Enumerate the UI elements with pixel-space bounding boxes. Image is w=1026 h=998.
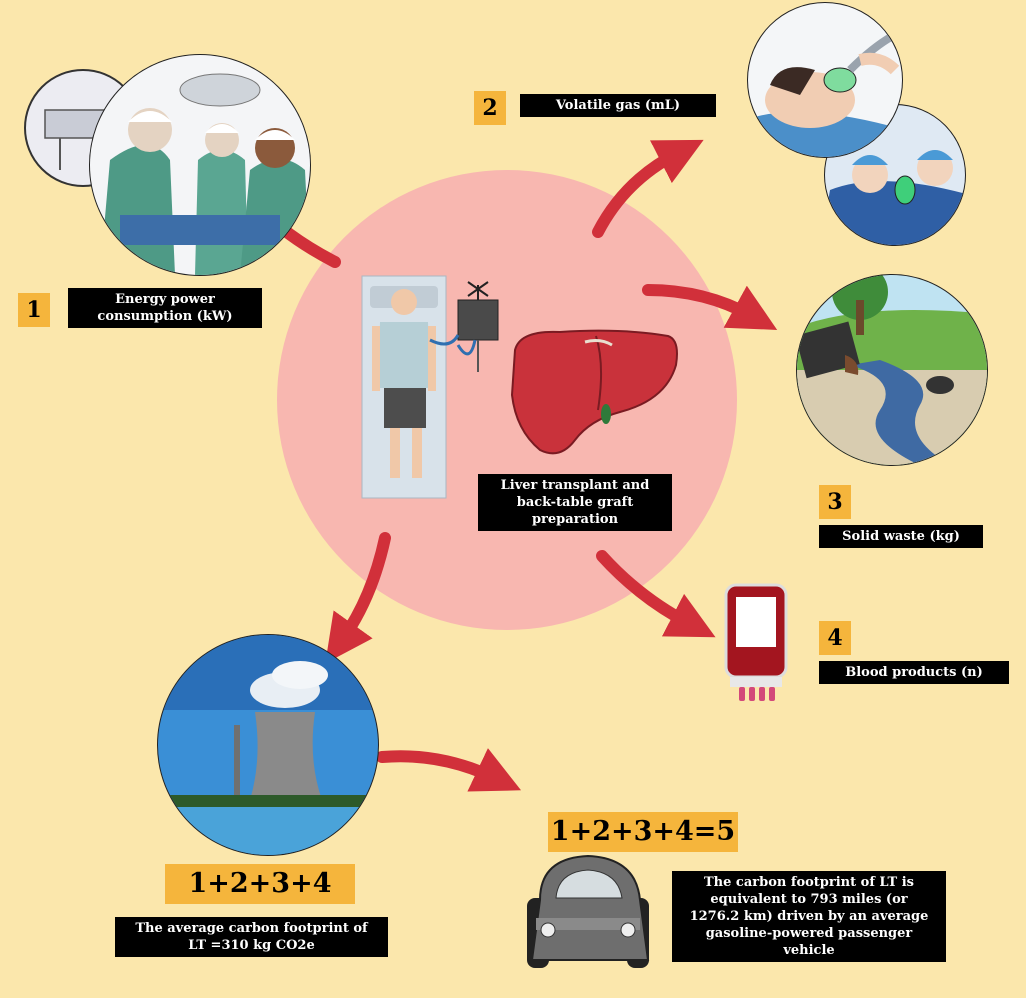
sum-right-caption-line: 1276.2 km) driven by an average [689,909,929,924]
sum-left-caption: The average carbon footprint of LT =310 … [115,917,388,957]
item-4-label: Blood products (n) [819,661,1009,684]
center-circle [277,170,737,630]
blood-bag-icon [724,583,788,701]
sum-left-equation: 1+2+3+4 [165,864,355,904]
sum-left-caption-line: LT =310 kg CO2e [188,938,315,953]
sum-left-caption-line: The average carbon footprint of [135,921,368,936]
item-4-label-line: Blood products (n) [845,665,983,680]
power-plant-icon [157,634,379,856]
item-3-label: Solid waste (kg) [819,525,983,548]
item-1-label-line: consumption (kW) [97,309,233,324]
car-icon [527,854,650,968]
item-2-number: 2 [474,91,506,125]
center-label-line: Liver transplant and [500,478,650,493]
sum-right-equation: 1+2+3+4=5 [548,812,738,852]
arrow-to-blood [596,550,716,638]
center-label: Liver transplant and back-table graft pr… [478,474,672,531]
operating-room-icon [24,54,311,276]
item-3-label-line: Solid waste (kg) [842,529,960,544]
center-label-line: preparation [531,512,619,527]
item-1-label: Energy power consumption (kW) [68,288,262,328]
sum-right-caption: The carbon footprint of LT is equivalent… [672,871,946,962]
patient-icon [361,275,499,499]
anesthesia-icon [747,2,966,246]
item-2-label: Volatile gas (mL) [520,94,716,117]
item-4-number: 4 [819,621,851,655]
item-1-number: 1 [18,293,50,327]
arrow-to-waste [642,284,778,330]
arrow-to-plant [325,532,391,664]
waste-stream-icon [796,274,988,466]
item-2-label-line: Volatile gas (mL) [555,98,681,113]
item-3-number: 3 [819,485,851,519]
center-label-line: back-table graft [516,495,634,510]
item-1-label-line: Energy power [115,292,215,307]
liver-icon [510,329,678,455]
sum-right-caption-line: The carbon footprint of LT is [704,875,914,890]
arrow-to-gas [592,139,704,238]
sum-right-caption-line: equivalent to 793 miles (or [710,892,908,907]
sum-right-caption-line: vehicle [783,943,835,958]
sum-right-caption-line: gasoline-powered passenger [705,926,913,941]
arrow-to-car [376,748,522,792]
